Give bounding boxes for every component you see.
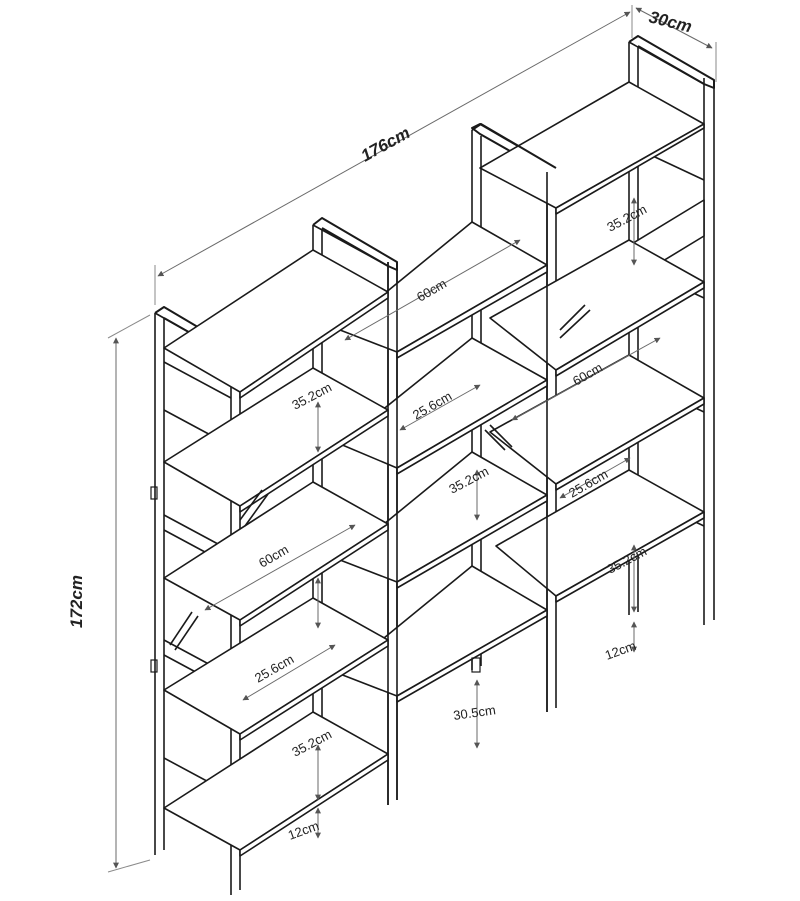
overall-width-dimension — [154, 5, 633, 305]
right-base-clearance-label: 12cm — [603, 638, 638, 663]
depth-label: 30cm — [647, 7, 694, 36]
overall-width-label: 176cm — [358, 123, 414, 165]
depth-dimension — [635, 7, 717, 82]
center-tower — [339, 123, 557, 805]
center-base-clearance-label: 30.5cm — [452, 702, 496, 723]
inner-dimension-arrows — [204, 197, 661, 839]
right-tier-spacing-top-label: 35.2cm — [604, 201, 649, 234]
overall-height-dimension — [107, 314, 151, 873]
overall-height-label: 172cm — [67, 575, 86, 628]
